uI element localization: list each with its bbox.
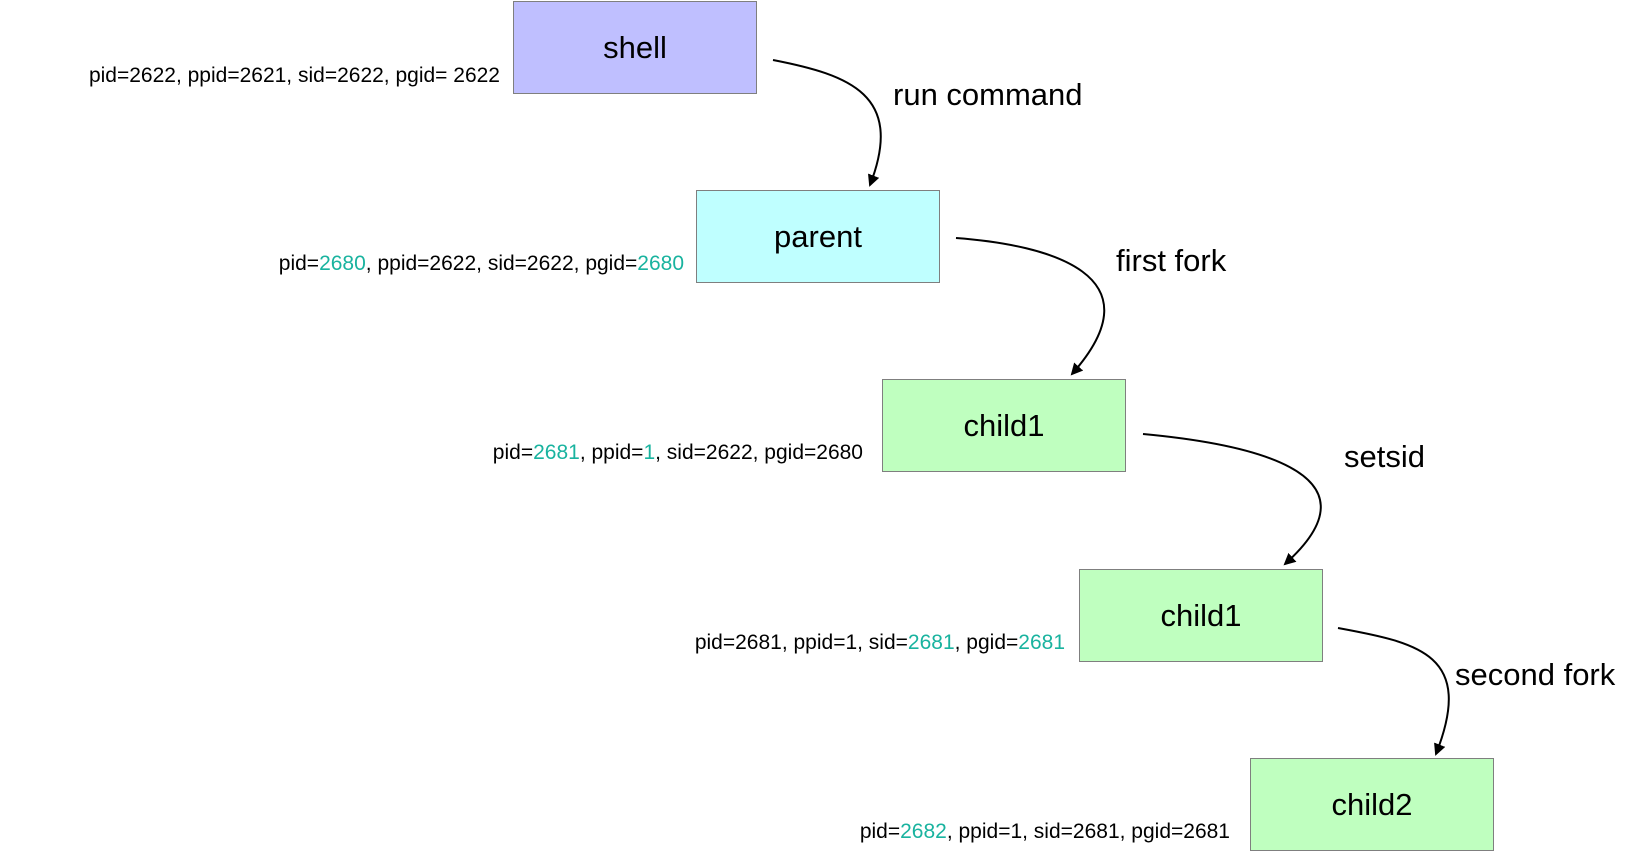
- edge-label-first-fork: first fork: [1116, 243, 1227, 278]
- node-parent: parent: [696, 190, 940, 283]
- id-value-highlight: 2680: [637, 252, 684, 275]
- id-text: pid=2622, ppid=2621, sid=2622, pgid= 262…: [88, 64, 500, 87]
- edge-first-fork: [955, 237, 1106, 376]
- node-child1-setsid-ids: pid=2681, ppid=1, sid=2681, pgid=2681: [695, 631, 1065, 655]
- node-child2-label: child2: [1331, 786, 1413, 822]
- id-value-highlight: 2682: [900, 820, 947, 843]
- id-text: , ppid=1, sid=2681, pgid=2681: [946, 820, 1230, 843]
- node-child1: child1: [882, 379, 1126, 472]
- edge-run-command: [772, 59, 882, 187]
- id-text: pid=: [278, 252, 320, 275]
- node-shell-label: shell: [603, 29, 667, 65]
- node-child1-setsid-label: child1: [1160, 597, 1242, 633]
- id-text: , sid=2622, pgid=2680: [655, 441, 863, 464]
- node-child1-setsid: child1: [1079, 569, 1323, 662]
- node-child1-label: child1: [963, 407, 1045, 443]
- id-text: pid=: [859, 820, 901, 843]
- id-value-highlight: 2681: [1018, 631, 1065, 654]
- node-shell-ids: pid=2622, ppid=2621, sid=2622, pgid= 262…: [89, 64, 500, 88]
- edge-label-run-command: run command: [893, 77, 1083, 112]
- node-shell: shell: [513, 1, 757, 94]
- id-text: pid=2681, ppid=1, sid=: [694, 631, 908, 654]
- id-text: pid=: [492, 441, 534, 464]
- edge-second-fork: [1337, 627, 1450, 756]
- node-child2-ids: pid=2682, ppid=1, sid=2681, pgid=2681: [860, 820, 1230, 844]
- edge-label-setsid: setsid: [1344, 439, 1425, 474]
- id-text: , ppid=: [579, 441, 644, 464]
- node-child1-ids: pid=2681, ppid=1, sid=2622, pgid=2680: [493, 441, 863, 465]
- id-value-highlight: 2681: [907, 631, 955, 654]
- id-value-highlight: 2680: [319, 252, 366, 275]
- node-child2: child2: [1250, 758, 1494, 851]
- node-parent-ids: pid=2680, ppid=2622, sid=2622, pgid=2680: [279, 252, 684, 276]
- node-parent-label: parent: [774, 218, 862, 254]
- id-value-highlight: 1: [643, 441, 656, 464]
- id-value-highlight: 2681: [533, 441, 580, 464]
- edge-setsid: [1142, 433, 1322, 566]
- id-text: , pgid=: [954, 631, 1019, 654]
- id-text: , ppid=2622, sid=2622, pgid=: [365, 252, 638, 275]
- edge-label-second-fork: second fork: [1455, 657, 1616, 692]
